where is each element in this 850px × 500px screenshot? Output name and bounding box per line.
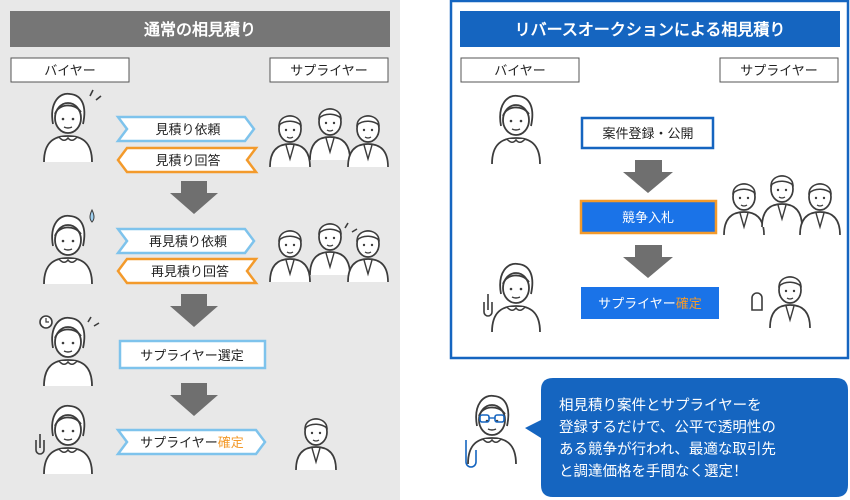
right-supplier-confirm-label: サプライヤー確定 xyxy=(598,296,702,312)
left-supplier-label: サプライヤー xyxy=(290,64,368,79)
left-title: 通常の相見積り xyxy=(144,20,256,39)
right-supplier-confirm-box xyxy=(581,287,719,319)
supplier-confirm-label: サプライヤー確定 xyxy=(140,435,244,451)
down-arrow-icon xyxy=(623,245,673,278)
stress-mark-icon xyxy=(89,89,102,101)
right-title-bar xyxy=(460,11,840,47)
down-arrow-icon xyxy=(623,160,673,193)
supplier-select-label: サプライヤー選定 xyxy=(140,349,244,364)
left-supplier-label-box xyxy=(269,57,389,83)
glasses-icon xyxy=(479,414,505,423)
left-buyer-label: バイヤー xyxy=(44,64,96,79)
hand-icon xyxy=(465,440,477,468)
down-arrow-icon xyxy=(170,383,218,416)
competitive-bid-label: 競争入札 xyxy=(622,211,674,226)
request-tag xyxy=(115,115,256,143)
re-answer-tag-label: 再見積り回答 xyxy=(151,264,229,280)
speech-bubble xyxy=(525,378,848,497)
request-tag-label: 見積り依頼 xyxy=(155,123,220,138)
left-buyer-label-box xyxy=(10,57,130,83)
re-request-tag xyxy=(115,227,256,255)
right-buyer-label-box xyxy=(460,57,580,83)
bubble-line-2: 登録するだけで、公平で透明性の xyxy=(559,419,776,436)
sweat-drop-icon xyxy=(89,208,95,223)
case-register-box xyxy=(580,116,715,150)
case-register-label: 案件登録・公開 xyxy=(602,127,693,142)
down-arrow-icon xyxy=(170,294,218,327)
re-request-tag-label: 再見積り依頼 xyxy=(149,235,227,250)
right-buyer-label: バイヤー xyxy=(494,64,546,79)
fist-icon xyxy=(751,292,763,311)
stress-mark-icon xyxy=(344,222,358,233)
bubble-line-4: と調達価格を手間なく選定！ xyxy=(559,463,748,480)
re-answer-tag xyxy=(116,257,259,285)
pointing-hand-icon xyxy=(483,294,493,317)
right-supplier-label-box xyxy=(719,57,839,83)
bubble-line-3: ある競争が行われ、最適な取引先 xyxy=(559,440,776,458)
supplier-select-box xyxy=(118,339,267,370)
stress-mark-icon xyxy=(87,316,100,327)
answer-tag xyxy=(116,146,259,174)
down-arrow-icon xyxy=(170,181,218,214)
answer-tag-label: 見積り回答 xyxy=(155,153,220,169)
pointing-hand-icon xyxy=(35,434,45,455)
right-supplier-label: サプライヤー xyxy=(740,64,818,79)
bubble-line-1: 相見積り案件とサプライヤーを xyxy=(559,396,762,414)
supplier-confirm-tag xyxy=(115,428,267,456)
right-title: リバースオークションによる相見積り xyxy=(515,20,786,39)
left-title-bar xyxy=(10,11,390,47)
competitive-bid-box xyxy=(579,199,718,235)
